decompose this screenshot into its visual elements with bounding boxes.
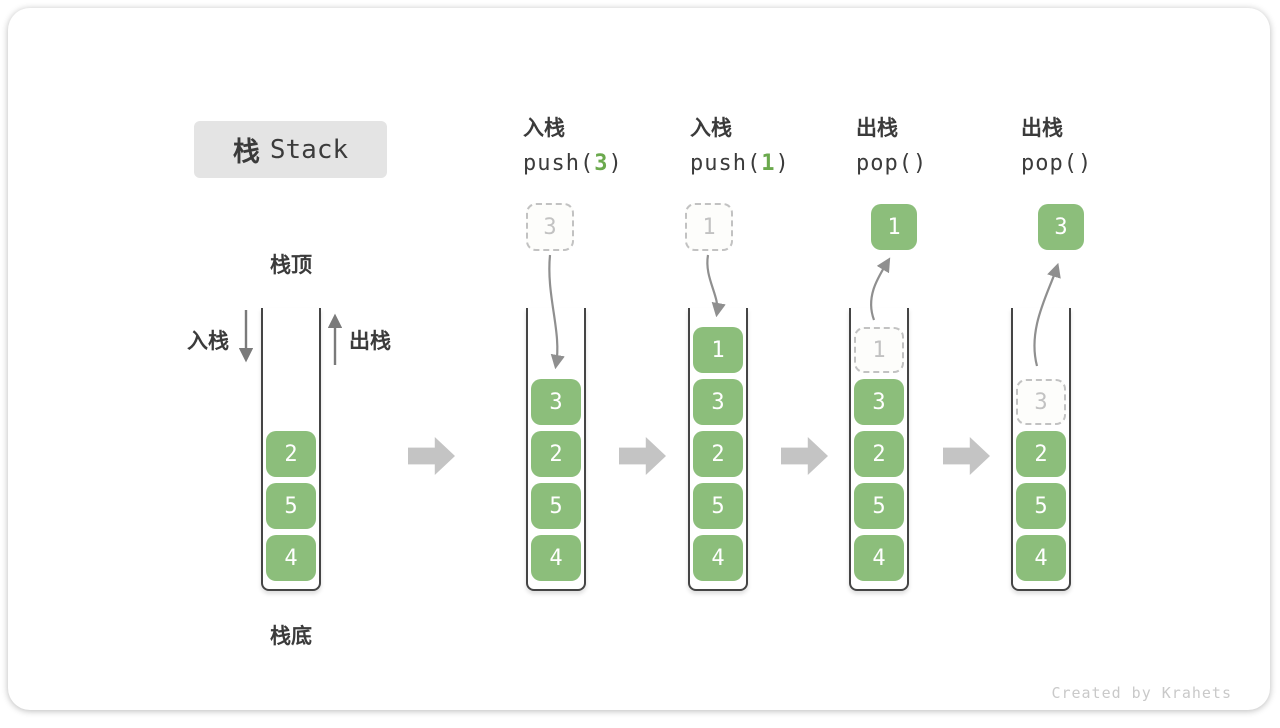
code-post: ) (1077, 151, 1093, 176)
stack-cell: 4 (1016, 535, 1066, 581)
cell-value: 4 (1034, 545, 1048, 571)
next-state-arrow-icon (943, 437, 990, 475)
stack-cell: 5 (1016, 483, 1066, 529)
cell-value: 2 (872, 441, 886, 467)
diagram-card: 栈 Stack 入栈 push(3) 入栈 push(1) 出栈 pop() 出… (8, 8, 1270, 710)
stack-cell: 5 (854, 483, 904, 529)
title-en: Stack (269, 134, 349, 165)
stack-cell: 4 (531, 535, 581, 581)
cell-value: 2 (284, 441, 298, 467)
cell-value: 5 (872, 493, 886, 519)
stack-cell: 5 (531, 483, 581, 529)
next-state-arrow-icon (408, 437, 455, 475)
stack-cell: 5 (693, 483, 743, 529)
op-action-label: 入栈 (523, 116, 565, 140)
popped-value-box: 1 (871, 204, 917, 250)
stack-cell: 4 (693, 535, 743, 581)
cell-value: 1 (711, 337, 725, 363)
stack-cell: 5 (266, 483, 316, 529)
code-arg: 1 (761, 151, 776, 176)
cell-value: 1 (872, 337, 886, 363)
cell-value: 5 (711, 493, 725, 519)
stack-cell: 2 (1016, 431, 1066, 477)
popped-value-box: 3 (1038, 204, 1084, 250)
op-header-pop-1: 出栈 pop() (856, 114, 927, 178)
stack-container-after-push-1: 1 3 2 5 4 (688, 308, 748, 591)
stack-cell: 2 (854, 431, 904, 477)
cell-value: 3 (711, 389, 725, 415)
stack-cell: 4 (854, 535, 904, 581)
cell-value: 1 (887, 214, 901, 240)
stack-cell: 3 (531, 379, 581, 425)
op-action-label: 入栈 (690, 116, 732, 140)
op-header-pop-3: 出栈 pop() (1021, 114, 1092, 178)
op-code-label: pop() (1021, 150, 1092, 178)
cell-value: 3 (1054, 214, 1068, 240)
op-header-push-3: 入栈 push(3) (523, 114, 623, 178)
pop-direction-label: 出栈 (349, 329, 391, 353)
code-post: ) (775, 151, 790, 176)
cell-value: 5 (284, 493, 298, 519)
cell-value: 5 (549, 493, 563, 519)
code-pre: pop( (1021, 151, 1078, 176)
stack-container-after-pop-3: 3 2 5 4 (1011, 308, 1071, 591)
cell-value: 4 (284, 545, 298, 571)
title-zh: 栈 (232, 137, 260, 168)
op-code-label: pop() (856, 150, 927, 178)
stack-cell: 1 (693, 327, 743, 373)
push-1-motion-arrow-icon (706, 254, 726, 318)
next-state-arrow-icon (619, 437, 666, 475)
pushed-value-ghost-box: 1 (685, 203, 733, 251)
next-state-arrow-icon (781, 437, 828, 475)
stack-container-initial: 2 5 4 (261, 308, 321, 591)
stack-cell: 2 (531, 431, 581, 477)
cell-value: 4 (549, 545, 563, 571)
code-arg: 3 (594, 151, 609, 176)
op-action-label: 出栈 (1021, 116, 1063, 140)
stack-cell: 4 (266, 535, 316, 581)
code-pre: pop( (856, 151, 913, 176)
cell-value: 2 (711, 441, 725, 467)
code-pre: push( (523, 151, 595, 176)
cell-value: 3 (1034, 389, 1048, 415)
cell-value: 3 (549, 389, 563, 415)
op-code-label: push(3) (523, 150, 623, 178)
watermark: Created by Krahets (1051, 684, 1232, 702)
diagram-title: 栈 Stack (194, 121, 387, 178)
cell-value: 1 (702, 214, 716, 240)
cell-value: 3 (543, 214, 557, 240)
stack-container-after-push-3: 3 2 5 4 (526, 308, 586, 591)
stack-cell: 2 (266, 431, 316, 477)
cell-value: 2 (1034, 441, 1048, 467)
stack-bottom-label: 栈底 (270, 624, 312, 648)
cell-value: 4 (711, 545, 725, 571)
op-action-label: 出栈 (856, 116, 898, 140)
push-direction-label: 入栈 (187, 329, 229, 353)
cell-value: 2 (549, 441, 563, 467)
cell-value: 4 (872, 545, 886, 571)
cell-value: 3 (872, 389, 886, 415)
stack-top-label: 栈顶 (270, 253, 312, 277)
stack-container-after-pop-1: 1 3 2 5 4 (849, 308, 909, 591)
code-pre: push( (690, 151, 762, 176)
code-post: ) (912, 151, 928, 176)
op-header-push-1: 入栈 push(1) (690, 114, 790, 178)
pushed-value-ghost-box: 3 (526, 203, 574, 251)
cell-value: 5 (1034, 493, 1048, 519)
stack-cell-ghost: 3 (1016, 379, 1066, 425)
op-code-label: push(1) (690, 150, 790, 178)
stack-cell: 2 (693, 431, 743, 477)
stack-cell: 3 (854, 379, 904, 425)
code-post: ) (608, 151, 623, 176)
stack-cell: 3 (693, 379, 743, 425)
stack-cell-ghost: 1 (854, 327, 904, 373)
